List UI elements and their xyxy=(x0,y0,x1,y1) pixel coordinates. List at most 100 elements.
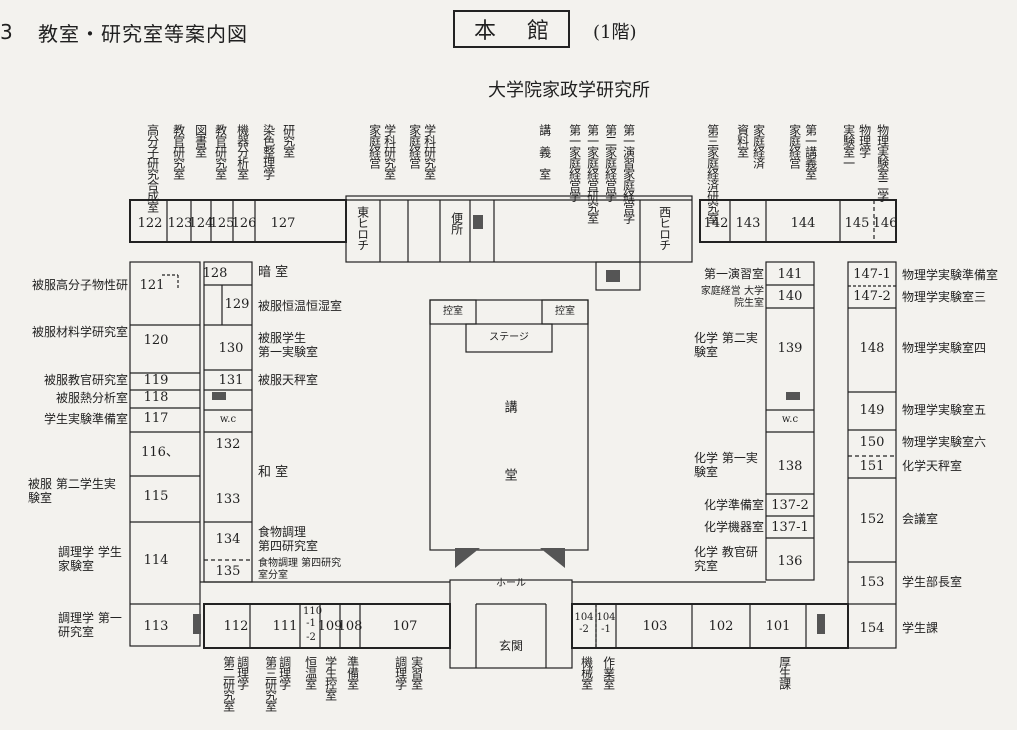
room-138: 138 xyxy=(777,459,803,474)
label-131: 被服天秤室 xyxy=(258,373,319,387)
room-108: 108 xyxy=(337,619,363,634)
room-132: 132 xyxy=(215,437,241,452)
label-148: 物理学実験室四 xyxy=(902,341,987,355)
label-140: 家庭経営 大学院生室 xyxy=(700,286,764,309)
top-label-d2: 第一家庭経営研究室 xyxy=(585,124,600,223)
top-label-146: 物理実験室二学 xyxy=(875,124,890,201)
room-123: 123 xyxy=(167,216,193,231)
label-137-2: 化学準備室 xyxy=(703,498,764,512)
label-137-1: 化学機器室 xyxy=(703,520,764,534)
room-113: 113 xyxy=(143,619,169,634)
label-119: 被服教官研究室 xyxy=(43,373,128,387)
bottom-label-108: 準備室 xyxy=(345,656,360,689)
top-label-127a: 染色整理学 xyxy=(261,124,276,179)
top-label-n2: 学科研究室 xyxy=(382,124,397,179)
label-129: 被服恒温恒湿室 xyxy=(258,299,343,313)
label-147-2: 物理学実験室三 xyxy=(902,290,987,304)
institute-subtitle: 大学院家政学研究所 xyxy=(488,80,650,101)
bottom-label-109: 学生控室 xyxy=(323,656,338,700)
room-134: 134 xyxy=(215,532,241,547)
hikae-left: 控室 xyxy=(443,306,463,317)
room-110-1: 110 -1 xyxy=(303,606,323,629)
room-109: 109 xyxy=(317,619,343,634)
bottom-label-112b: 調理学 xyxy=(235,656,250,689)
room-102: 102 xyxy=(708,619,734,634)
label-151: 化学天秤室 xyxy=(902,459,963,473)
top-label-d4: 第一演習家庭経営学 xyxy=(621,124,636,223)
top-label-n4: 学科研究室 xyxy=(422,124,437,179)
room-125: 125 xyxy=(209,216,235,231)
page-title: 教室・研究室等案内図 xyxy=(38,22,248,46)
room-147-2: 147-2 xyxy=(853,289,891,304)
top-label-144a: 家庭経営 xyxy=(787,124,802,168)
label-135: 食物調理 第四研究室分室 xyxy=(258,558,342,581)
room-104-2: 104 -2 xyxy=(574,612,594,635)
top-label-123: 教官研究室 xyxy=(171,124,186,179)
room-139: 139 xyxy=(777,341,803,356)
room-152: 152 xyxy=(859,512,885,527)
hall-label: ホール xyxy=(496,578,526,589)
top-label-126: 機器分析室 xyxy=(235,124,250,179)
bottom-label-111a: 第三研究室 xyxy=(263,656,278,711)
label-154: 学生課 xyxy=(902,621,939,635)
room-146: 146 xyxy=(872,216,898,231)
top-label-124: 図書室 xyxy=(193,124,208,157)
label-138: 化学 第一実験室 xyxy=(694,451,758,479)
room-103: 103 xyxy=(642,619,668,634)
room-122: 122 xyxy=(137,216,163,231)
room-147-1: 147-1 xyxy=(853,267,891,282)
top-label-d1: 第一家庭経営学 xyxy=(567,124,582,201)
room-120: 120 xyxy=(143,333,169,348)
top-label-122: 高分子研究合成室 xyxy=(145,124,160,212)
room-116: 116、 xyxy=(141,445,179,460)
room-129: 129 xyxy=(224,297,250,312)
top-label-143b: 家庭経済 xyxy=(751,124,766,168)
room-141: 141 xyxy=(777,267,803,282)
top-label-n3: 家庭経営 xyxy=(407,124,422,168)
stage: ステージ xyxy=(489,332,529,343)
bottom-label-107a: 調理学 xyxy=(393,656,408,689)
label-128: 暗 室 xyxy=(258,265,289,280)
room-121: 121 xyxy=(139,278,165,293)
room-124: 124 xyxy=(188,216,214,231)
top-label-145b: 物理学 xyxy=(857,124,872,157)
top-label-d3: 第二家庭経営学 xyxy=(603,124,618,201)
bottom-label-104: 機械室 xyxy=(579,656,594,689)
room-128: 128 xyxy=(202,266,228,281)
room-130: 130 xyxy=(218,341,244,356)
east-porch: 東ヒロチ xyxy=(355,206,370,250)
room-126: 126 xyxy=(231,216,257,231)
label-121: 被服高分子物性研 xyxy=(31,278,128,292)
room-145: 145 xyxy=(844,216,870,231)
room-101: 101 xyxy=(765,619,791,634)
label-117: 学生実験準備室 xyxy=(43,412,128,426)
bottom-label-111b: 調理学 xyxy=(277,656,292,689)
room-143: 143 xyxy=(735,216,761,231)
label-153: 学生部長室 xyxy=(902,575,963,589)
bottom-label-101: 厚生課 xyxy=(777,656,792,689)
room-142: 142 xyxy=(703,216,729,231)
toilet: 便所 xyxy=(449,212,464,234)
room-137-2: 137-2 xyxy=(771,498,809,513)
bottom-label-110: 恒温室 xyxy=(303,656,318,689)
room-153: 153 xyxy=(859,575,885,590)
room-112: 112 xyxy=(223,619,249,634)
entrance-label: 玄関 xyxy=(498,639,524,653)
wc-left: w.c xyxy=(219,414,237,425)
label-150: 物理学実験室六 xyxy=(902,435,987,449)
bottom-label-107b: 実習室 xyxy=(409,656,424,689)
room-107: 107 xyxy=(392,619,418,634)
label-115: 被服 第二学生実験室 xyxy=(28,477,116,505)
room-117: 117 xyxy=(143,411,169,426)
top-label-125: 教官研究室 xyxy=(213,124,228,179)
room-111: 111 xyxy=(272,619,298,634)
room-154: 154 xyxy=(859,621,885,636)
floor-label: (1階) xyxy=(593,22,637,43)
room-149: 149 xyxy=(859,403,885,418)
room-135: 135 xyxy=(215,564,241,579)
room-104-1: 104 -1 xyxy=(596,612,616,635)
top-label-144b: 第一講義室 xyxy=(803,124,818,179)
room-131: 131 xyxy=(218,373,244,388)
top-label-127b: 研究室 xyxy=(281,124,296,157)
label-136: 化学 教官研究室 xyxy=(694,545,758,573)
